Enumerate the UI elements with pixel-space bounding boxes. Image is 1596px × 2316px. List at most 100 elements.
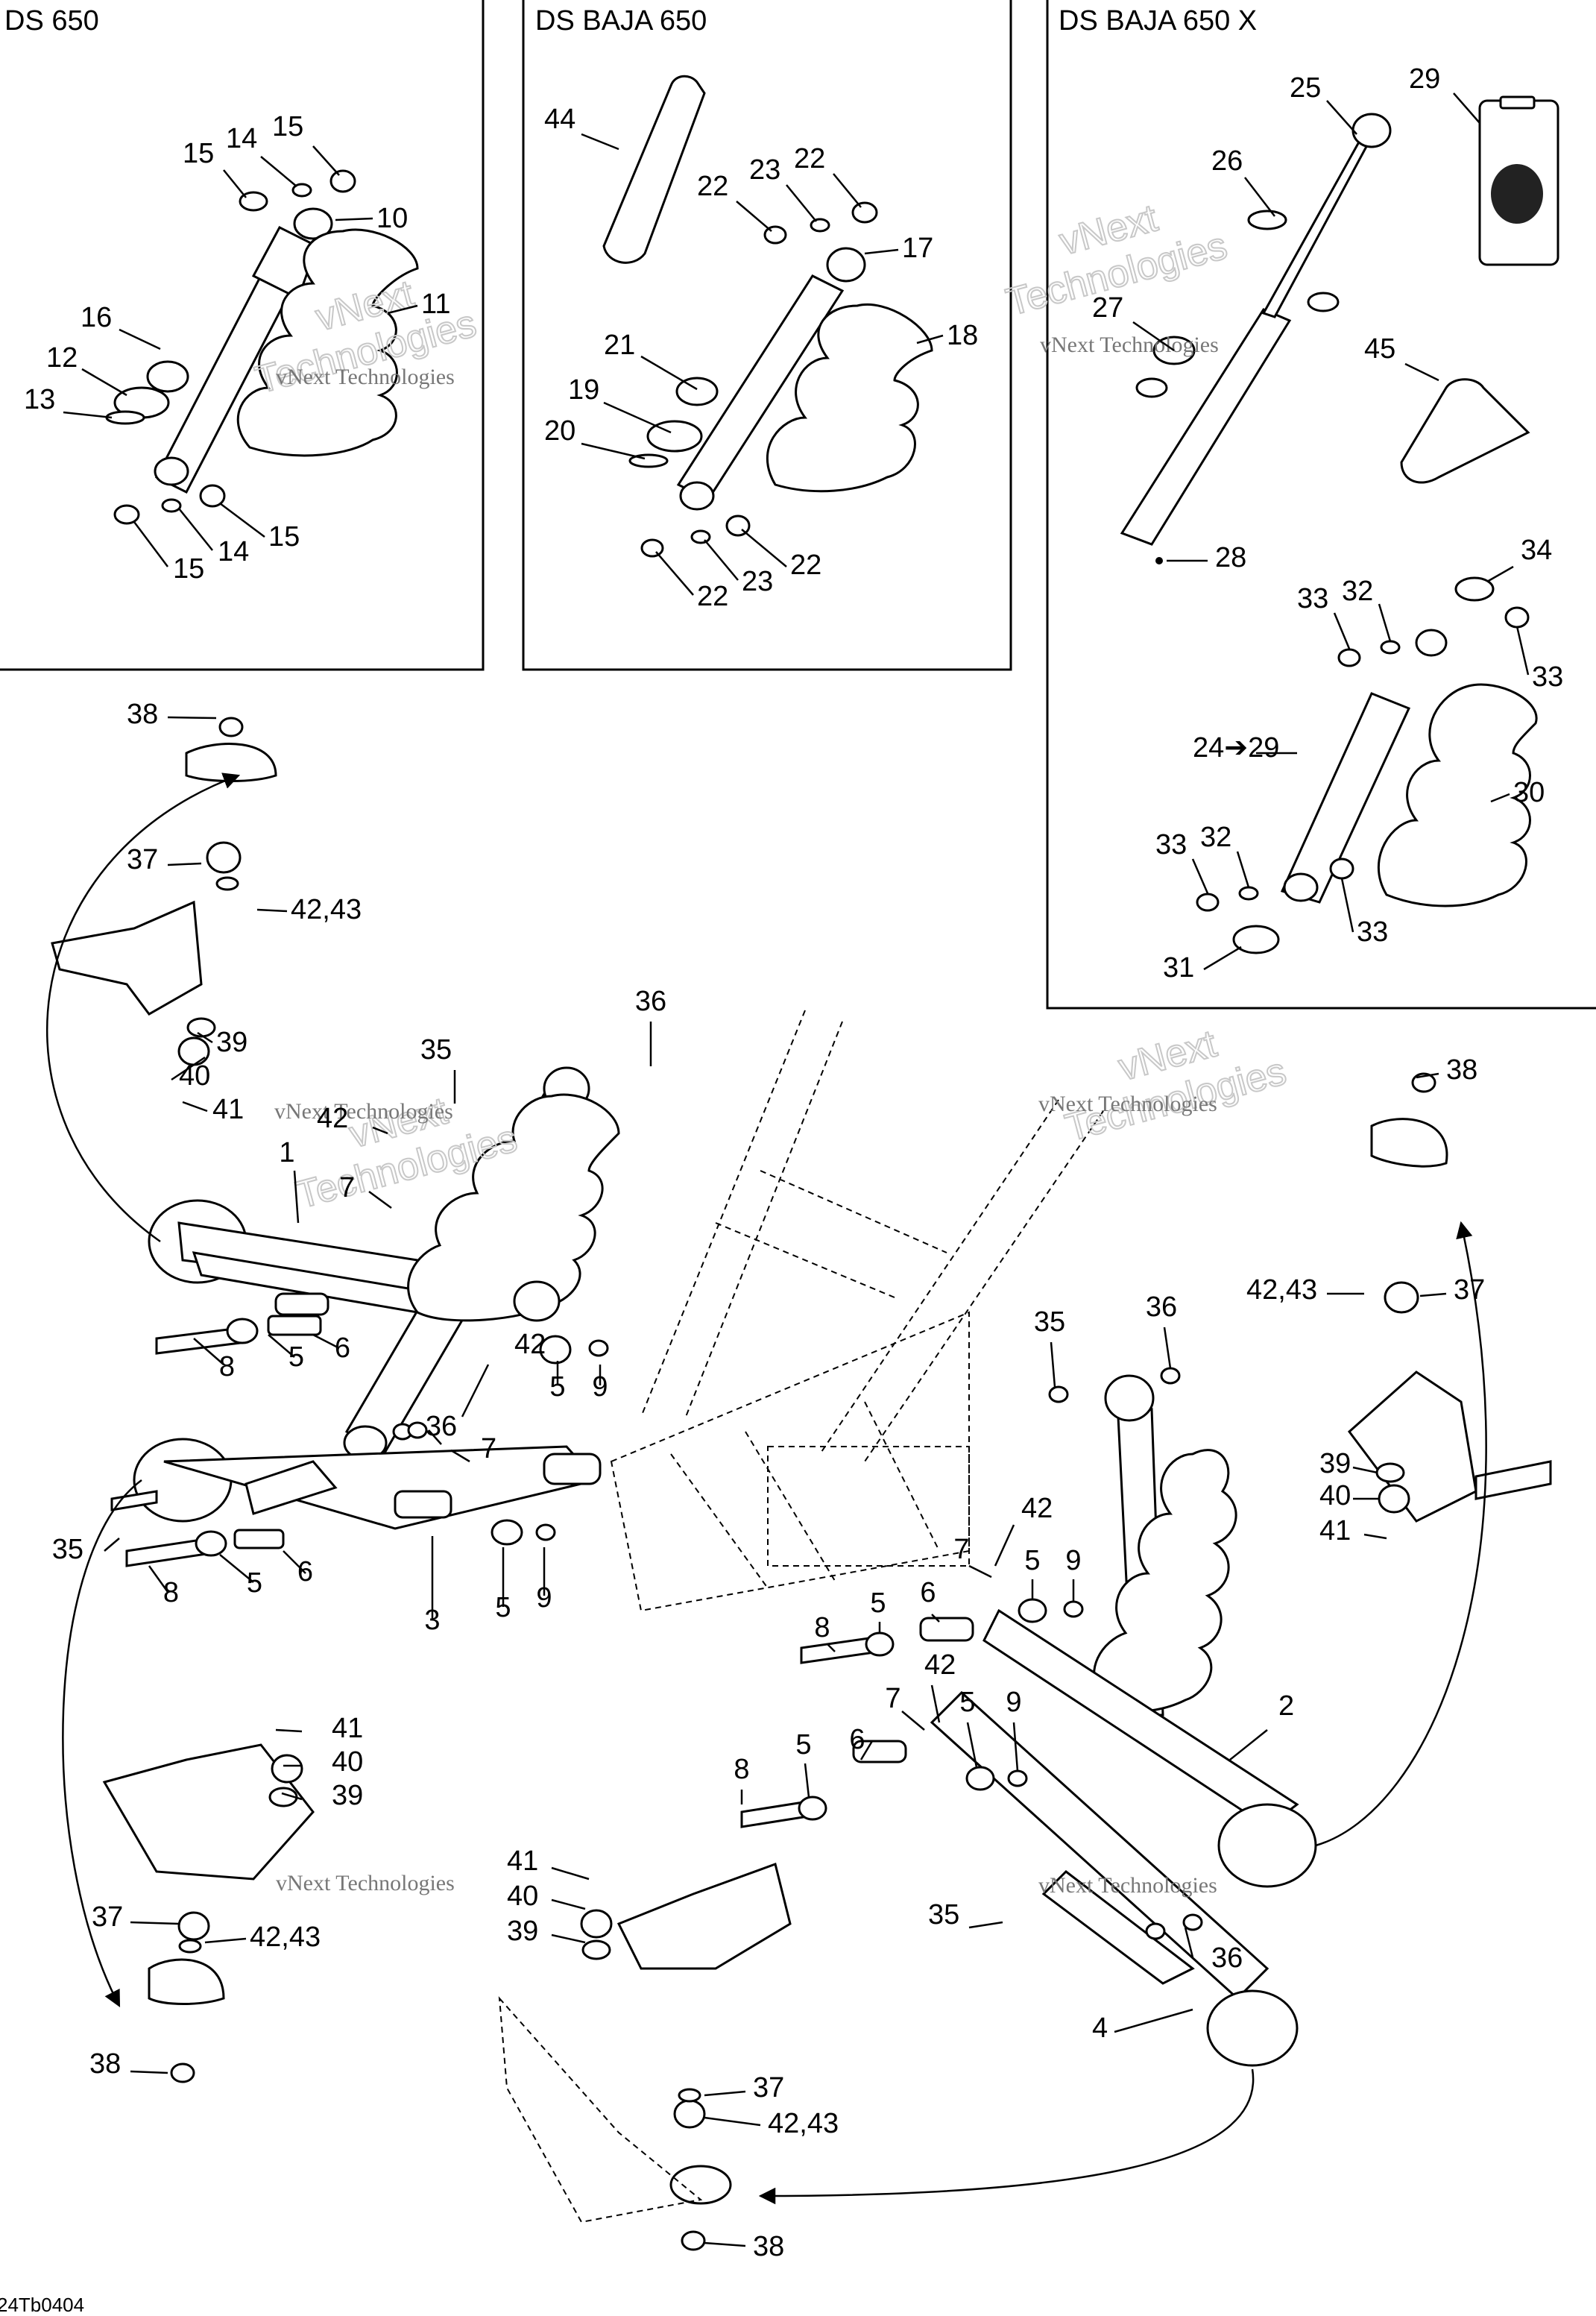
callout-leader-line: [1244, 177, 1275, 217]
callout-leader-line: [994, 1524, 1015, 1567]
callout-number: 9: [592, 1371, 608, 1403]
callout-leader-line: [182, 1101, 208, 1113]
callout-number: 25: [1290, 72, 1321, 104]
callout-number: 9: [1065, 1545, 1081, 1576]
callout-number: 8: [814, 1612, 830, 1643]
callout-number: 18: [947, 320, 978, 351]
callout-number: 35: [420, 1034, 452, 1066]
callout-leader-line: [130, 2070, 168, 2074]
callout-number: 42: [924, 1649, 956, 1681]
callout-leader-line: [1114, 2008, 1193, 2033]
callout-number: 15: [173, 553, 204, 585]
callout-number: 15: [272, 111, 303, 142]
callout-leader-line: [335, 217, 373, 221]
callout-leader-line: [104, 1538, 120, 1552]
callout-number: 5: [247, 1567, 262, 1599]
callout-number: 2: [1278, 1690, 1294, 1722]
callout-number: 24➔29: [1193, 732, 1279, 764]
callout-number: 41: [332, 1713, 363, 1744]
callout-number: 28: [1215, 542, 1246, 573]
callout-number: 15: [268, 521, 300, 553]
callout-leader-line: [1236, 851, 1250, 888]
callout-number: 23: [742, 566, 773, 597]
callout-number: 38: [1446, 1054, 1477, 1086]
callout-leader-line: [1050, 1341, 1056, 1388]
watermark-text: vNext Technologies: [1040, 333, 1219, 357]
callout-number: 40: [332, 1746, 363, 1778]
callout-leader-line: [428, 1429, 442, 1445]
callout-number: 22: [794, 143, 825, 174]
callout-leader-line: [1378, 603, 1392, 642]
callout-leader-line: [293, 1170, 300, 1224]
callout-number: 34: [1521, 535, 1552, 566]
callout-leader-line: [283, 1550, 306, 1574]
callout-leader-line: [461, 1364, 490, 1417]
callout-leader-line: [1515, 626, 1530, 676]
callout-leader-line: [581, 133, 619, 151]
callout-leader-line: [275, 1728, 303, 1733]
callout-number: 36: [426, 1411, 457, 1442]
callout-leader-line: [204, 1937, 247, 1944]
callout-number: 23: [749, 154, 780, 186]
callout-number: 42: [317, 1103, 348, 1134]
callout-leader-line: [1453, 92, 1480, 124]
callout-leader-line: [1416, 1072, 1439, 1079]
callout-leader-line: [133, 521, 168, 567]
callout-number: 8: [163, 1577, 179, 1608]
callout-leader-line: [931, 1614, 940, 1623]
callout-leader-line: [930, 1684, 941, 1723]
callout-leader-line: [450, 1449, 470, 1463]
callout-number: 22: [697, 171, 728, 202]
callout-number: 10: [376, 203, 408, 234]
callout-leader-line: [968, 1564, 992, 1579]
callout-number: 31: [1163, 952, 1194, 984]
callout-number: 41: [212, 1094, 244, 1125]
watermark-text: vNext Technologies: [276, 365, 455, 389]
a-arm-lower-left: [110, 1421, 602, 1567]
callout-number: 7: [339, 1172, 355, 1203]
callout-leader-line: [1404, 362, 1439, 382]
callout-number: 33: [1532, 661, 1563, 693]
callout-leader-line: [81, 368, 127, 397]
callout-number: 41: [1319, 1515, 1351, 1546]
callout-number: 38: [753, 2231, 784, 2262]
callout-leader-line: [551, 1933, 586, 1944]
panel-title-ds650: DS 650: [4, 5, 99, 37]
callout-number: 40: [507, 1881, 538, 1912]
callout-number: 30: [1513, 777, 1545, 808]
reference-arrows: [46, 772, 1487, 2205]
callout-number: 5: [288, 1341, 304, 1373]
callout-number: 29: [1409, 63, 1440, 95]
callout-leader-line: [804, 1763, 810, 1798]
callout-number: 36: [1211, 1942, 1243, 1974]
callout-number: 32: [1342, 576, 1373, 607]
callout-leader-line: [312, 145, 340, 176]
callout-number: 22: [697, 581, 728, 612]
callout-number: 41: [507, 1845, 538, 1877]
callout-number: 5: [1024, 1545, 1040, 1576]
callout-number: 8: [219, 1351, 235, 1382]
callout-leader-line: [827, 1643, 836, 1652]
callout-leader-line: [368, 1190, 392, 1209]
callout-number: 40: [179, 1060, 210, 1092]
callout-leader-line: [1363, 1533, 1387, 1540]
callout-number: 14: [226, 123, 257, 154]
callout-leader-line: [1184, 1927, 1194, 1958]
callout-number: 6: [849, 1724, 865, 1755]
callout-leader-line: [387, 304, 418, 315]
callout-number: 44: [544, 104, 575, 135]
callout-leader-line: [966, 1722, 978, 1768]
callout-number: 6: [335, 1332, 350, 1364]
callout-number: 15: [183, 138, 214, 169]
callout-leader-line: [260, 156, 297, 187]
callout-leader-line: [1486, 565, 1514, 583]
callout-leader-line: [551, 1898, 586, 1910]
callout-leader-line: [219, 503, 265, 538]
callout-number: 42,43: [1246, 1274, 1317, 1306]
callout-number: 11: [421, 289, 450, 320]
callout-leader-line: [193, 1338, 224, 1365]
a-arm-upper-left: [148, 1066, 620, 1461]
vehicle-frame: [610, 1010, 1104, 1612]
callout-leader-line: [268, 1334, 295, 1358]
